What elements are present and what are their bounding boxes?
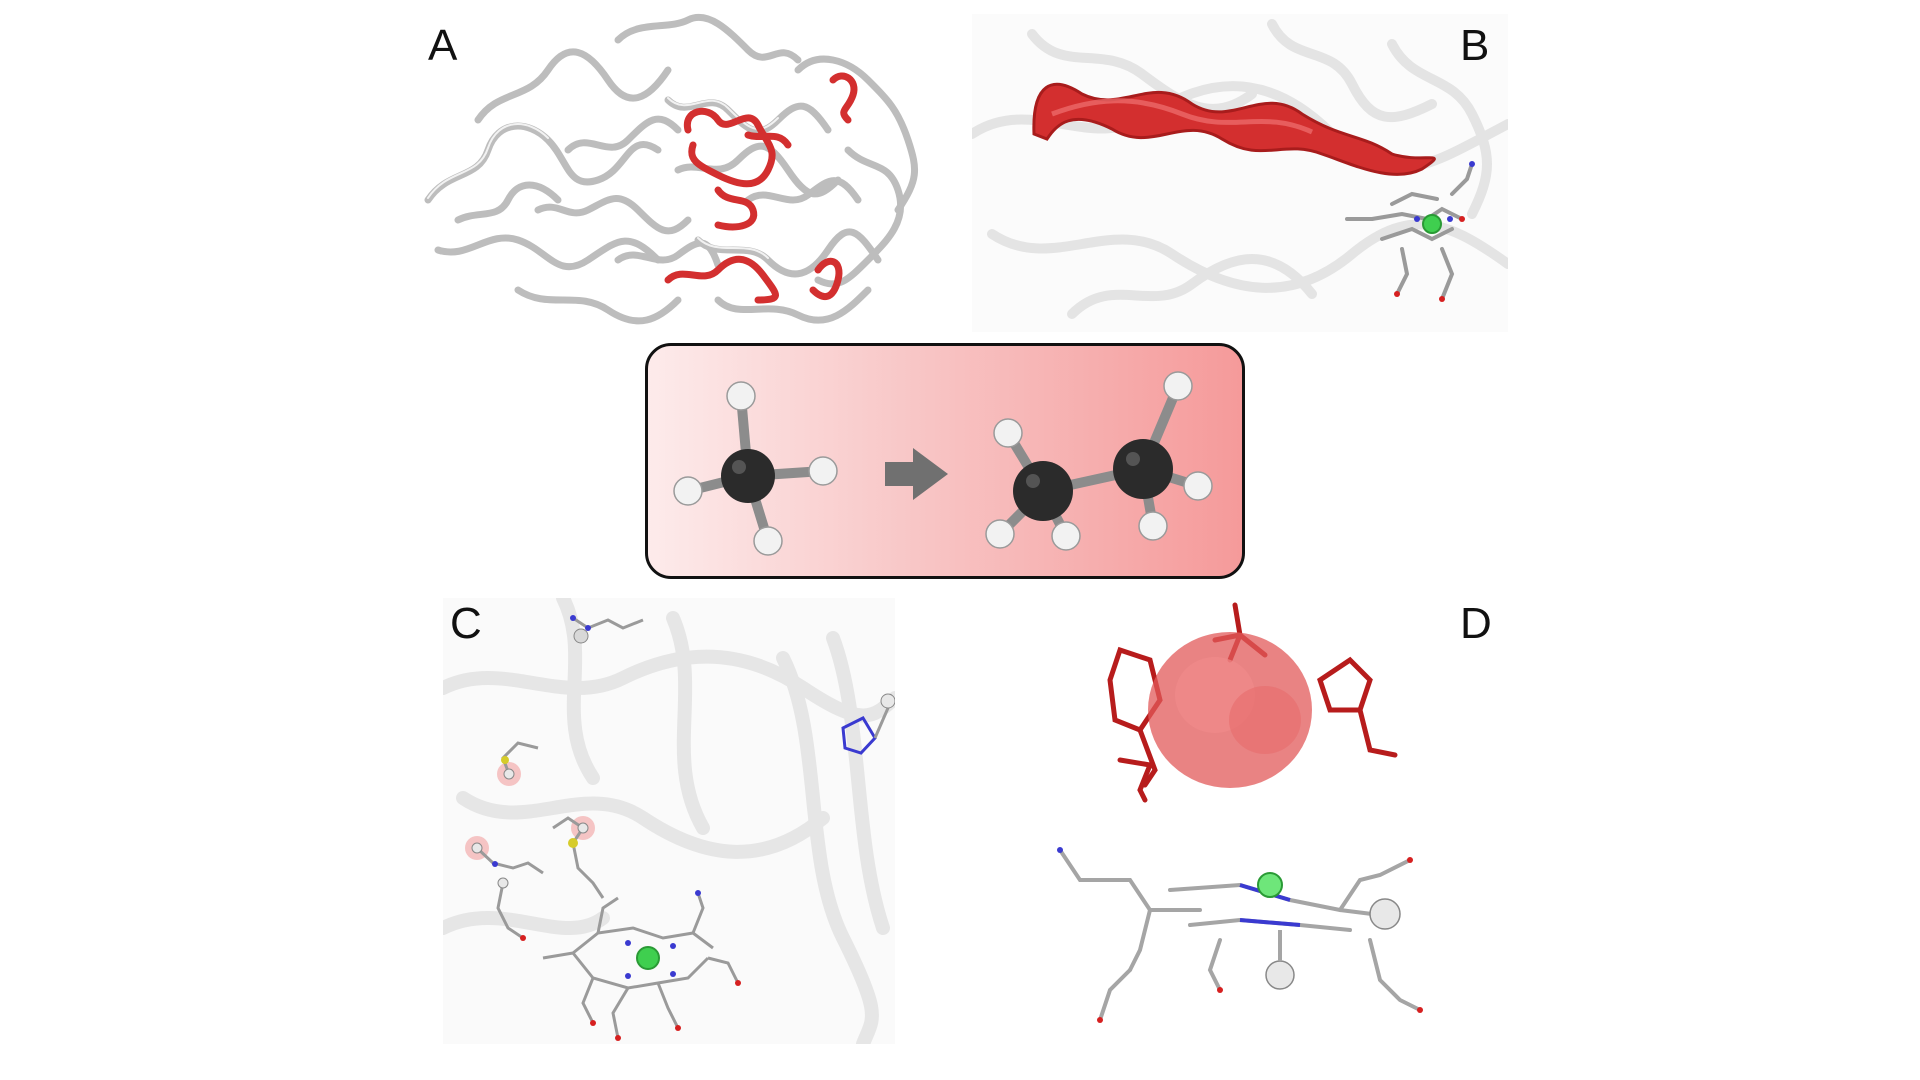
panel-d-binding-cavity <box>1040 580 1520 1050</box>
heme-cofactor <box>1345 161 1475 302</box>
residue-lysine-left <box>465 836 544 941</box>
carbon-atom <box>721 449 775 503</box>
tunnel-highlight <box>1051 98 1314 135</box>
cavity-residues <box>1107 602 1398 803</box>
reaction-scheme-box <box>645 343 1245 579</box>
panel-b-substrate-tunnel <box>972 14 1508 332</box>
heme-cofactor <box>542 890 741 1041</box>
ligand-atom-lower <box>1265 960 1295 990</box>
panel-label-d: D <box>1460 599 1492 648</box>
residue-methionine-left <box>497 741 539 786</box>
panel-label-a: A <box>428 21 458 70</box>
metal-center <box>636 946 660 970</box>
background-helices <box>443 598 895 1044</box>
residue-cysteine-center <box>568 838 605 899</box>
residue-valine-center <box>552 816 595 844</box>
backbone-tubes <box>424 13 919 325</box>
methane-molecule <box>673 381 838 556</box>
panel-c-active-site <box>443 598 895 1044</box>
metal-center <box>1422 214 1442 234</box>
right-arrow-icon <box>885 448 948 500</box>
panel-label-b: B <box>1460 21 1490 70</box>
ligand-atom <box>1369 898 1401 930</box>
highlighted-loops <box>664 72 858 304</box>
oxygen-atoms <box>1097 857 1423 1023</box>
residue-histidine-right <box>841 693 895 755</box>
background-ribbons <box>972 19 1508 319</box>
metal-center <box>1257 872 1283 898</box>
ethane-molecule <box>985 371 1213 551</box>
panel-c-graphic <box>443 598 895 1044</box>
panel-d-graphic <box>1057 602 1423 1023</box>
residue-arginine-top <box>570 615 644 644</box>
heme-side-view <box>1058 848 1422 1022</box>
panel-b-graphic <box>972 19 1508 319</box>
panel-a-graphic <box>424 13 919 325</box>
panel-label-c: C <box>450 599 482 648</box>
panel-a-protein-cartoon <box>418 10 943 335</box>
tunnel-surface <box>1032 83 1436 176</box>
reaction-graphic <box>673 371 1213 556</box>
